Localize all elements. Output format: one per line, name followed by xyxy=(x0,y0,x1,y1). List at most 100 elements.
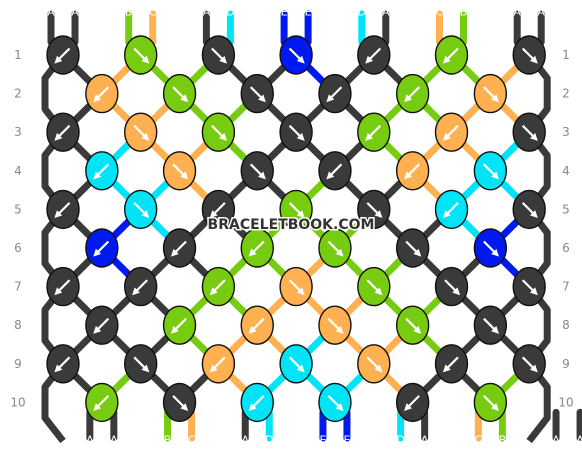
knot-arrow xyxy=(172,163,189,180)
strand-letter: A xyxy=(576,434,582,447)
knot-arrow xyxy=(248,395,265,412)
knot-arrow xyxy=(93,395,110,412)
knot-arrow xyxy=(133,47,150,64)
row-number-left: 6 xyxy=(14,241,22,255)
knot-arrow xyxy=(405,317,422,334)
knot-arrow xyxy=(93,317,110,334)
strand-letter: B xyxy=(125,6,133,19)
row-number-left: 2 xyxy=(14,87,22,101)
knot-arrow xyxy=(521,124,538,141)
knot-arrow xyxy=(248,240,265,257)
knot-arrow xyxy=(483,86,499,103)
row-number-right: 9 xyxy=(562,357,570,371)
knot-arrow xyxy=(288,124,305,141)
strand-letter: A xyxy=(421,434,429,447)
knot-arrow xyxy=(404,163,420,180)
strand-letter: C xyxy=(188,434,196,447)
knot-arrow xyxy=(211,47,228,64)
knot-arrow xyxy=(521,279,538,296)
knot-arrow xyxy=(133,356,150,373)
knot-arrow xyxy=(521,47,538,64)
knot-arrow xyxy=(288,202,305,219)
knot-arrow xyxy=(209,356,226,373)
row-number-right: 7 xyxy=(562,280,570,294)
row-number-right: 1 xyxy=(562,48,570,62)
strand-letter: E xyxy=(319,434,326,447)
knot-arrow xyxy=(366,202,383,219)
knot-arrow xyxy=(327,395,344,412)
row-number-left: 1 xyxy=(14,48,22,62)
strand-letter: D xyxy=(396,434,404,447)
row-number-right: 10 xyxy=(558,395,573,409)
knot-arrow xyxy=(442,356,459,373)
strand-letter: C xyxy=(149,6,157,19)
knot-arrow xyxy=(442,124,459,141)
knot-arrow xyxy=(326,163,343,180)
strand-letter: A xyxy=(513,6,521,19)
watermark: BRACELETBOOK.COM xyxy=(208,217,375,233)
knot-arrow xyxy=(249,163,266,180)
knot-arrow xyxy=(172,395,189,412)
knot-arrow xyxy=(405,240,422,257)
strand-letter: E xyxy=(281,6,288,19)
knot-arrow xyxy=(54,279,71,296)
knot-arrow xyxy=(483,317,499,334)
knot-arrow xyxy=(404,86,420,103)
knot-arrow xyxy=(327,317,344,334)
knot-arrow xyxy=(483,163,499,180)
knot-arrow xyxy=(249,86,266,103)
knot-arrow xyxy=(288,47,305,64)
knot-arrow xyxy=(327,240,344,257)
knot-arrow xyxy=(365,47,382,64)
row-number-left: 9 xyxy=(14,357,22,371)
strand-letter: B xyxy=(499,434,507,447)
knot-arrow xyxy=(248,317,265,334)
knot-arrow xyxy=(93,86,110,103)
row-number-left: 4 xyxy=(14,164,22,178)
row-number-right: 6 xyxy=(562,241,570,255)
strand-letter: E xyxy=(305,6,312,19)
row-number-right: 3 xyxy=(562,125,570,139)
strand-letter: C xyxy=(475,434,483,447)
strand-letter: B xyxy=(460,6,468,19)
strand-letter: A xyxy=(47,6,55,19)
knot-arrow xyxy=(288,356,305,373)
strand-letter: A xyxy=(203,6,211,19)
row-number-right: 5 xyxy=(562,202,570,216)
knot-arrow xyxy=(209,202,226,219)
knot-layer xyxy=(46,35,546,423)
knot-arrow xyxy=(209,279,226,296)
row-number-right: 8 xyxy=(562,318,570,332)
knot-arrow xyxy=(288,279,305,296)
knot-arrow xyxy=(132,279,148,296)
row-number-right: 2 xyxy=(562,87,570,101)
row-number-left: 10 xyxy=(10,395,25,409)
knot-arrow xyxy=(133,202,150,219)
strand-letter: A xyxy=(110,434,118,447)
knot-arrow xyxy=(133,124,150,141)
strand-letter: D xyxy=(265,434,273,447)
row-number-left: 5 xyxy=(14,202,22,216)
knot-arrow xyxy=(483,395,499,412)
knot-arrow xyxy=(170,240,187,257)
strand-letter: A xyxy=(537,6,545,19)
strand-letter: E xyxy=(343,434,350,447)
knot-arrow xyxy=(521,356,538,373)
knot-arrow xyxy=(54,124,71,141)
knot-arrow xyxy=(170,317,187,334)
knot-arrow xyxy=(211,124,228,141)
row-number-left: 7 xyxy=(14,280,22,294)
strand-letter: A xyxy=(241,434,249,447)
row-number-right: 4 xyxy=(562,164,570,178)
knot-arrow xyxy=(442,202,459,219)
strand-letter: B xyxy=(164,434,172,447)
strand-letter: A xyxy=(71,6,79,19)
knot-arrow xyxy=(326,86,343,103)
knot-arrow xyxy=(366,356,383,373)
row-number-left: 8 xyxy=(14,318,22,332)
knot-arrow xyxy=(483,240,499,257)
strand-letter: A xyxy=(552,434,560,447)
